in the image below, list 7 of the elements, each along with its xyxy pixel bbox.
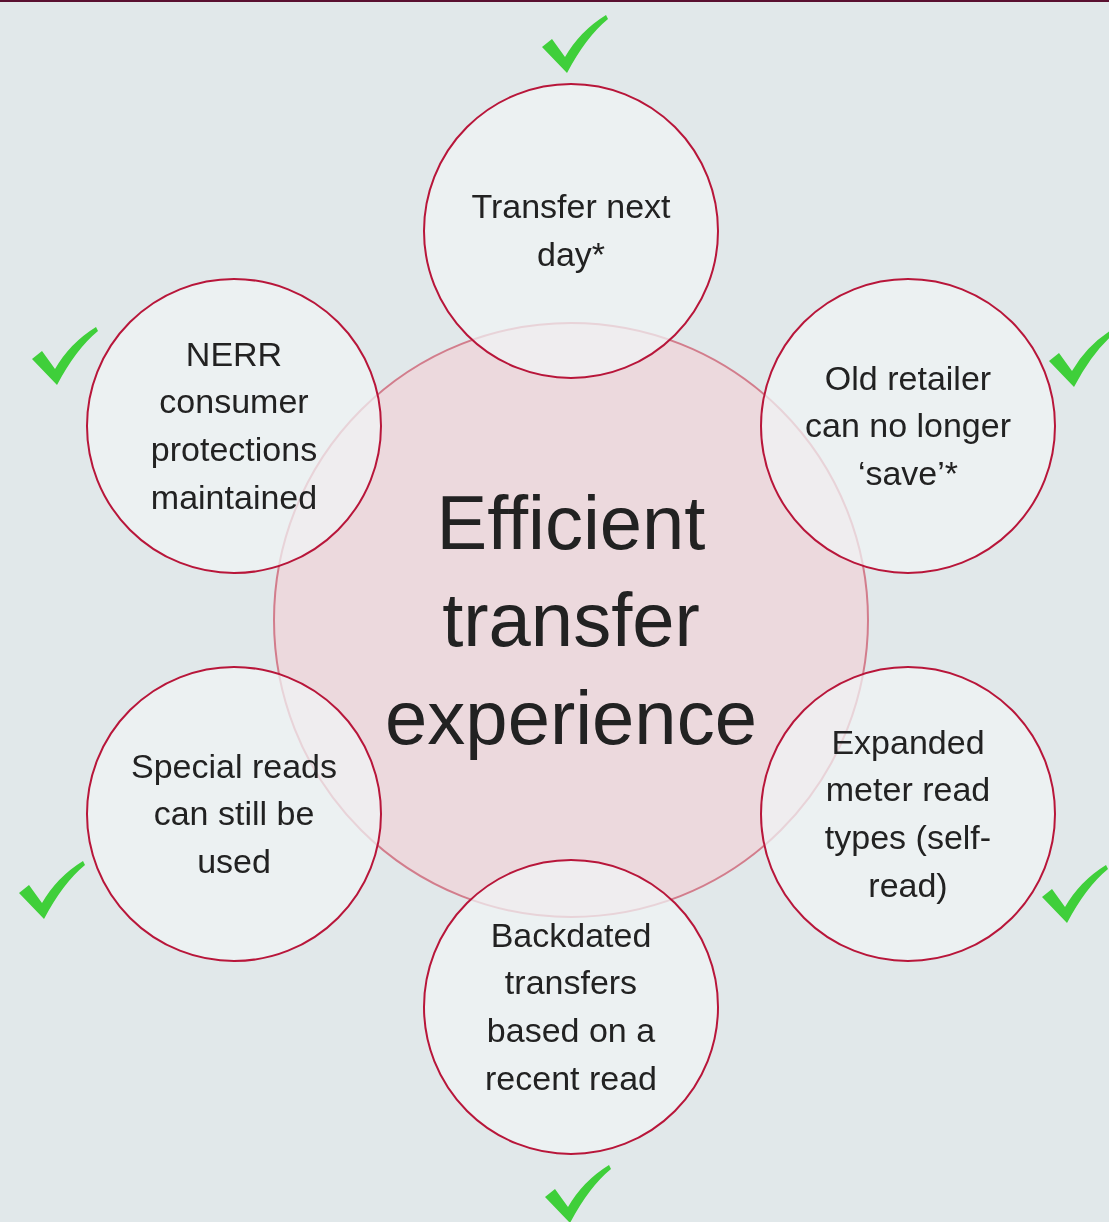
- circle-label: Transfer next day*: [470, 186, 672, 275]
- circle-label: Special reads can still be used: [130, 745, 338, 882]
- circle-label: NERR consumer protections maintained: [149, 333, 319, 518]
- circle-label: Old retailer can no longer ‘save’*: [803, 357, 1012, 494]
- circle-label: Expanded meter read types (self-read): [823, 721, 993, 906]
- circle-label: Efficient transfer experience: [384, 479, 758, 762]
- circle-label: Backdated transfers based on a recent read: [484, 914, 658, 1099]
